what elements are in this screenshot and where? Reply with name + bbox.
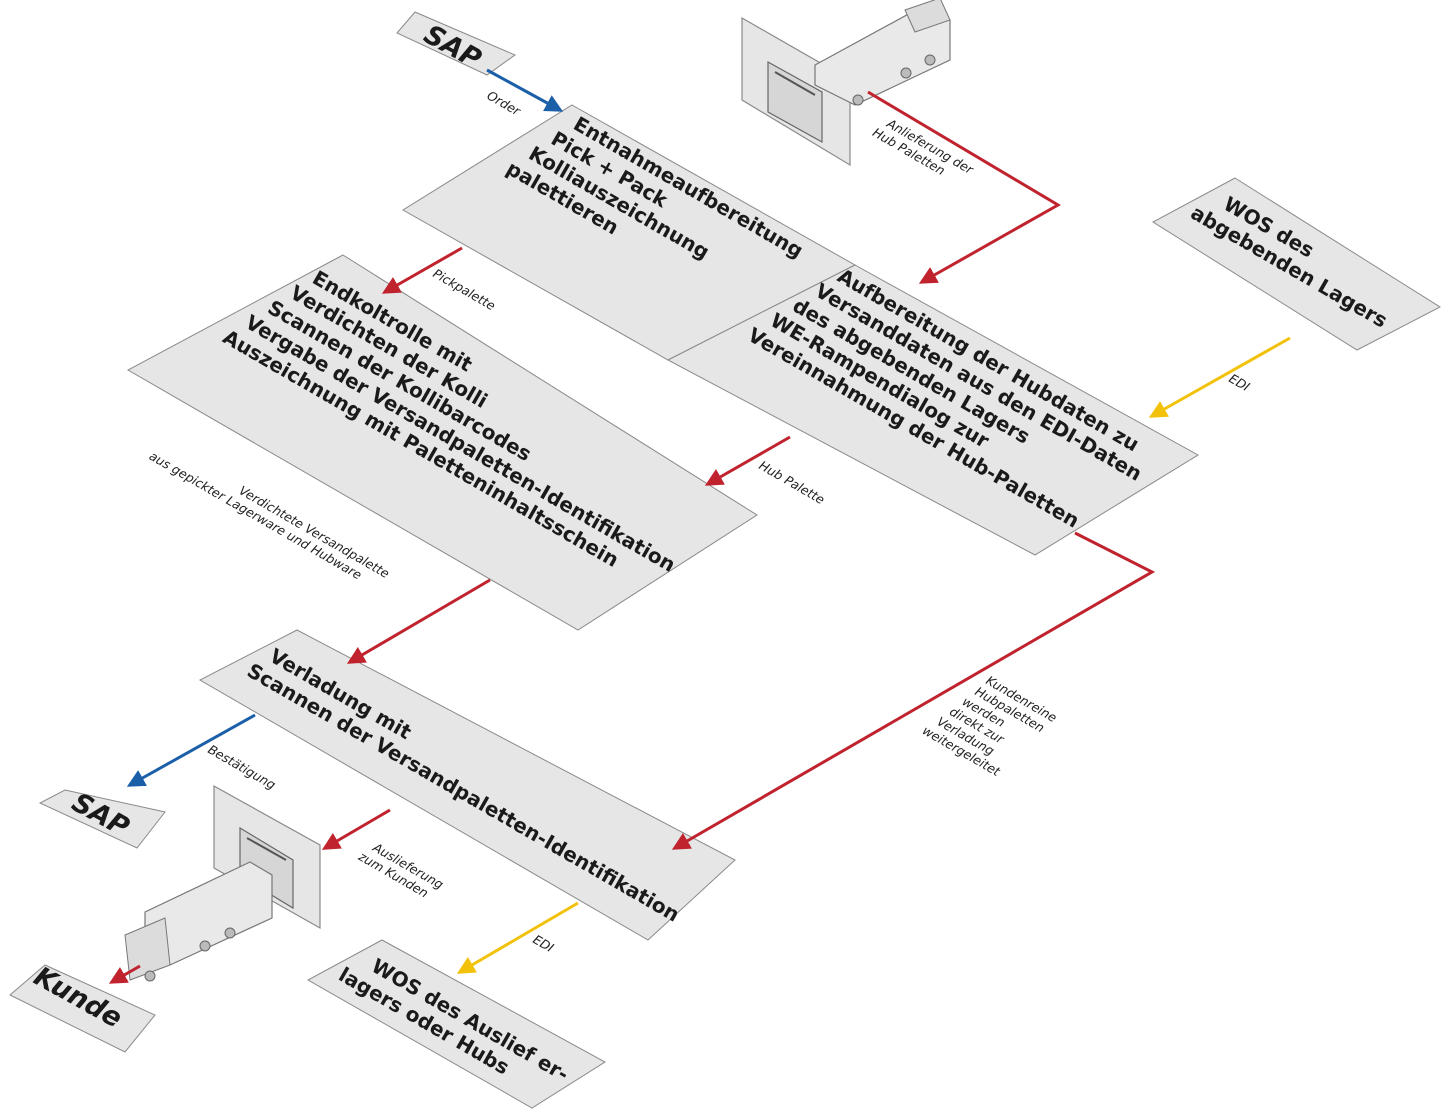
auslieferung-flow-arrow <box>321 808 391 850</box>
sap-bottom-box <box>38 789 166 849</box>
auslieferung-label: Auslieferung zum Kunden <box>355 839 446 900</box>
kundenreine-flow-arrow <box>671 531 1156 850</box>
hub-palette-flow-arrow <box>704 435 791 486</box>
wos-bottom-box <box>306 939 606 1109</box>
wos-top-box <box>1152 177 1442 351</box>
order-flow-arrow <box>486 68 564 112</box>
kunde-flow-arrow <box>108 964 141 984</box>
truck-dock-bottom-icon <box>124 784 321 982</box>
edi-bottom-flow-arrow <box>456 901 579 974</box>
verladung-box <box>198 629 736 941</box>
kunde-box <box>9 964 156 1053</box>
anlieferung-flow-arrow <box>867 90 1061 284</box>
pickpalette-flow-arrow <box>381 246 463 294</box>
edi-bottom-label: EDI <box>531 932 557 956</box>
kundenreine-label: Kundenreine Hubpaletten werden direkt zu… <box>920 673 1060 780</box>
order-label: Order <box>485 88 524 119</box>
sap-top-box <box>396 11 517 76</box>
pickpalette-label: Pickpalette <box>431 266 499 314</box>
edi-top-label: EDI <box>1227 371 1253 395</box>
truck-dock-top-icon <box>741 0 951 167</box>
verdichtete-flow-arrow <box>346 578 491 664</box>
bestaetigung-flow-arrow <box>126 713 256 787</box>
bestaetigung-label: Bestätigung <box>206 742 279 793</box>
endkontrolle-box <box>126 254 758 631</box>
edi-top-flow-arrow <box>1148 336 1291 418</box>
hub-palette-label: Hub Palette <box>757 458 828 508</box>
hub-data-box <box>666 264 1199 556</box>
